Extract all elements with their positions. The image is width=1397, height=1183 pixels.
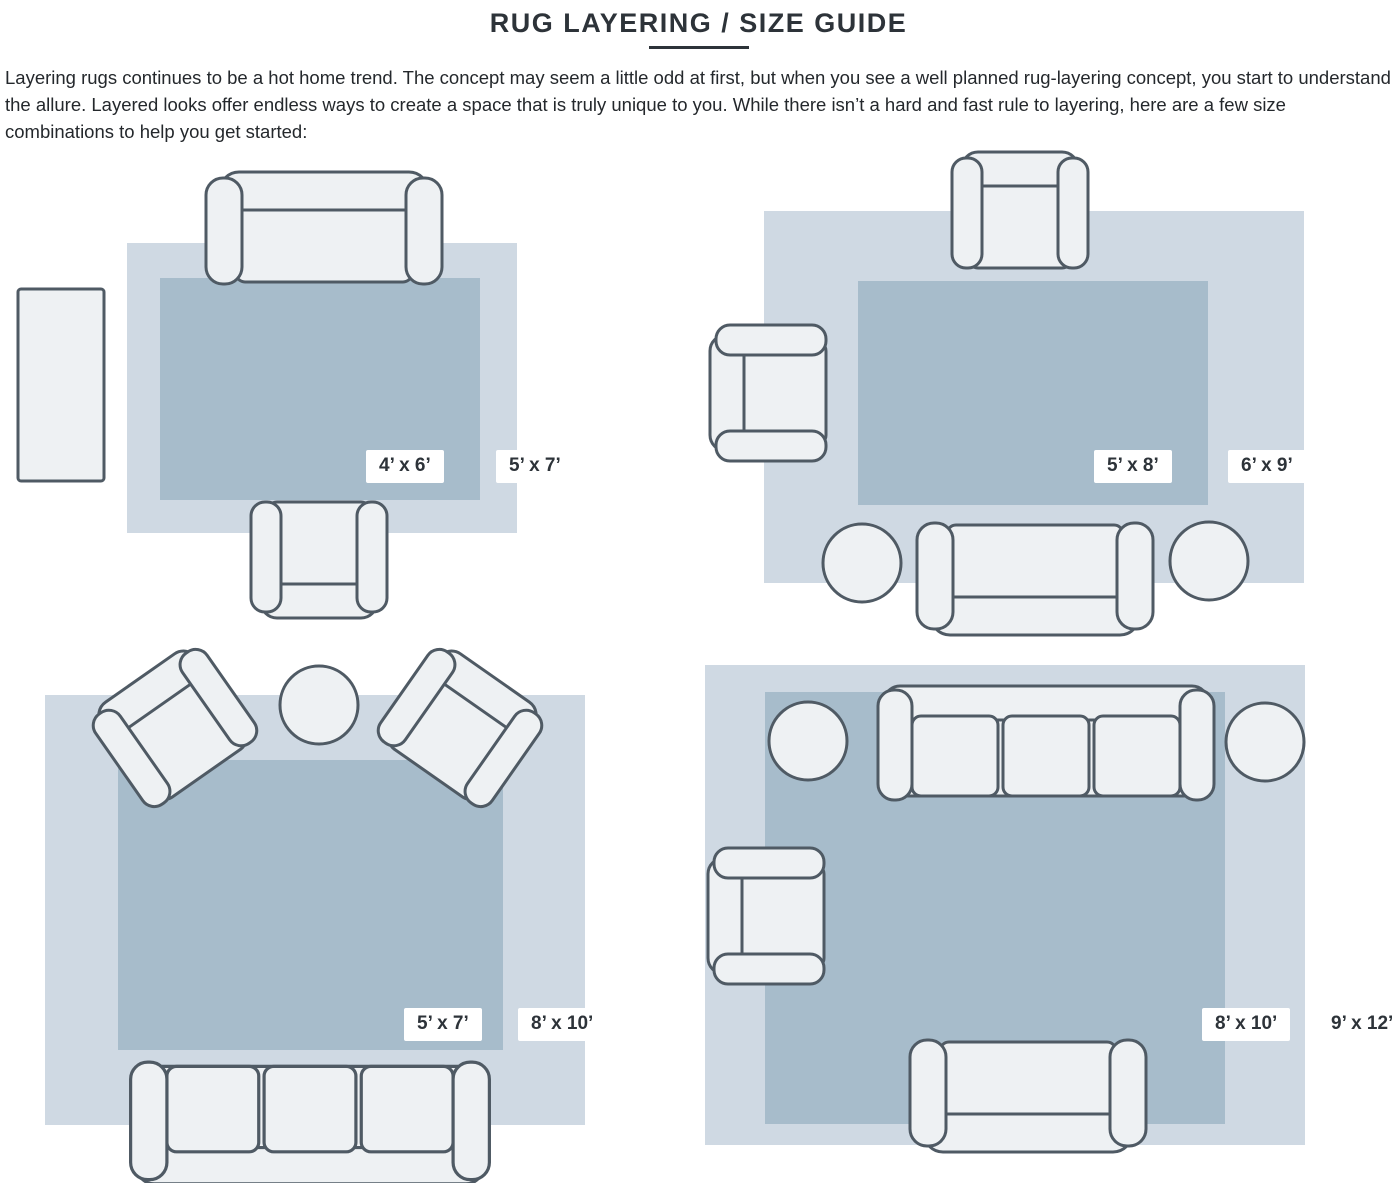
title-underline <box>648 46 749 49</box>
ottoman-icon <box>1167 519 1251 603</box>
page-title: RUG LAYERING / SIZE GUIDE <box>489 8 908 38</box>
sofa-3seat-icon <box>128 1060 492 1183</box>
side-table-icon <box>16 287 106 483</box>
rug-size-label-outer: 5’ x 7’ <box>496 450 574 483</box>
inner-rug <box>118 760 503 1050</box>
rug-size-label-outer: 6’ x 9’ <box>1228 450 1306 483</box>
rug-size-label-outer: 9’ x 12’ <box>1318 1008 1397 1041</box>
sofa-3seat-icon <box>876 684 1216 802</box>
sofa-icon <box>204 170 444 286</box>
ottoman-icon <box>1223 700 1307 784</box>
rug-size-label-inner: 4’ x 6’ <box>366 450 444 483</box>
round-table-icon <box>277 663 361 747</box>
rug-size-label-inner: 8’ x 10’ <box>1202 1008 1291 1041</box>
intro-paragraph: Layering rugs continues to be a hot home… <box>5 67 1391 142</box>
armchair-icon <box>950 150 1090 276</box>
ottoman-icon <box>766 699 850 783</box>
sofa-icon <box>915 521 1155 637</box>
rug-size-label-outer: 8’ x 10’ <box>518 1008 607 1041</box>
rug-size-label-inner: 5’ x 7’ <box>404 1008 482 1041</box>
armchair-icon <box>708 323 834 463</box>
armchair-icon <box>706 846 832 986</box>
ottoman-icon <box>820 521 904 605</box>
armchair-icon <box>249 494 389 620</box>
sofa-icon <box>908 1038 1148 1154</box>
rug-size-label-inner: 5’ x 8’ <box>1094 450 1172 483</box>
